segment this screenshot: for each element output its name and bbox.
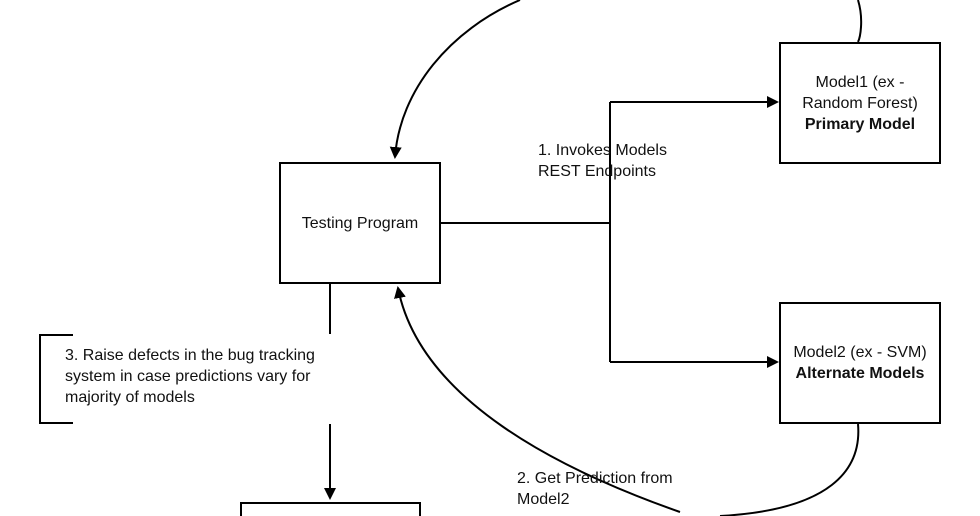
invoke-label-line2: REST Endpoints xyxy=(538,163,656,180)
model1-role: Primary Model xyxy=(804,115,916,133)
testing-program-box: Testing Program xyxy=(279,162,441,284)
model2-line1: Model2 (ex - SVM) xyxy=(793,344,927,361)
return-curve-top xyxy=(395,0,863,157)
invoke-label-line1: 1. Invokes Models xyxy=(538,142,667,159)
model1-box: Model1 (ex - Random Forest) Primary Mode… xyxy=(779,42,941,164)
model2-box: Model2 (ex - SVM) Alternate Models xyxy=(779,302,941,424)
raise-label: 3. Raise defects in the bug tracking sys… xyxy=(65,345,315,408)
prediction-curve xyxy=(398,288,860,516)
prediction-label-line2: Model2 xyxy=(517,491,570,508)
model1-line1: Model1 (ex - xyxy=(815,73,905,91)
raise-bracket xyxy=(39,334,73,424)
raise-label-line2: system in case predictions vary for xyxy=(65,368,311,385)
prediction-label: 2. Get Prediction from Model2 xyxy=(517,468,673,510)
raise-label-line3: majority of models xyxy=(65,389,195,406)
invoke-label: 1. Invokes Models REST Endpoints xyxy=(538,140,667,182)
model2-role: Alternate Models xyxy=(795,365,925,382)
model1-line2: Random Forest) xyxy=(802,94,918,112)
raise-label-line1: 3. Raise defects in the bug tracking xyxy=(65,347,315,364)
prediction-label-line1: 2. Get Prediction from xyxy=(517,470,673,487)
testing-program-label: Testing Program xyxy=(301,214,419,232)
bug-tracker-box-partial xyxy=(240,502,421,516)
